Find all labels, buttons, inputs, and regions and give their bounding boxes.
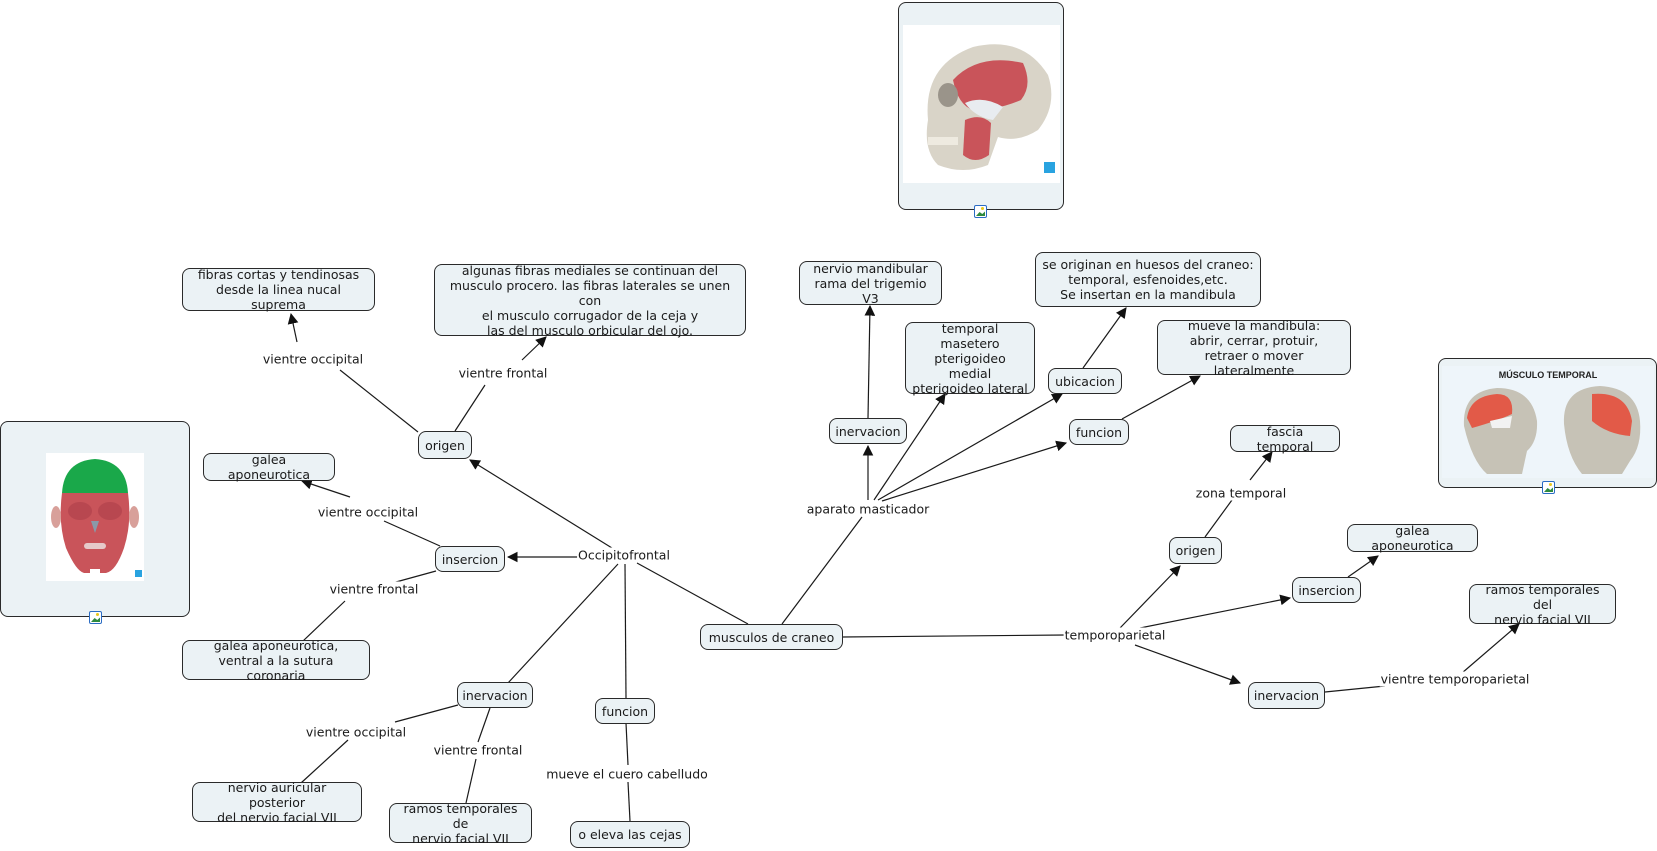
concept-node-musculos-craneo[interactable]: musculos de craneo <box>700 624 843 650</box>
link-line <box>302 600 346 642</box>
link-line <box>1134 644 1242 685</box>
linking-phrase-occipitofrontal[interactable]: Occipitofrontal <box>577 547 671 563</box>
link-line <box>287 312 299 343</box>
link-line <box>881 440 1068 502</box>
image-node-face-muscles[interactable] <box>0 421 190 624</box>
linking-phrase-aparato-masticador[interactable]: aparato masticador <box>805 501 931 517</box>
concept-node-mast-inerv-target[interactable]: nervio mandibular rama del trigemio V3 <box>799 261 942 306</box>
linking-phrase-temporoparietal[interactable]: temporoparietal <box>1063 627 1167 643</box>
image-attachment-icon[interactable] <box>974 205 987 218</box>
link-line <box>300 478 351 498</box>
linking-phrase-funcion[interactable]: mueve el cuero cabelludo <box>545 766 709 782</box>
link-line <box>864 304 876 419</box>
concept-node-occ-insercion-occipital[interactable]: galea aponeurotica <box>203 452 335 482</box>
concept-node-occ-insercion[interactable]: insercion <box>435 546 505 572</box>
link-line <box>339 369 419 433</box>
link-line <box>477 707 491 743</box>
concept-node-tp-origen-target[interactable]: fascia temporal <box>1230 424 1340 454</box>
link-line <box>1139 594 1292 629</box>
link-line <box>1461 623 1520 674</box>
linking-phrase-origen-occipital[interactable]: vientre occipital <box>261 351 365 367</box>
link-line <box>627 781 631 822</box>
concept-node-mast-funcion[interactable]: funcion <box>1069 419 1129 445</box>
linking-phrase-insercion-frontal[interactable]: vientre frontal <box>328 581 420 597</box>
link-line <box>877 393 1063 501</box>
concept-node-mast-funcion-target[interactable]: mueve la mandibula: abrir, cerrar, protu… <box>1157 318 1351 378</box>
link-line <box>625 722 629 766</box>
link-line <box>1324 685 1386 693</box>
link-line <box>624 563 627 699</box>
skull-masticator-image <box>903 25 1060 183</box>
linking-phrase-origen-frontal[interactable]: vientre frontal <box>457 365 549 381</box>
link-line <box>1347 555 1379 578</box>
image-node-temporal-muscle[interactable]: MÚSCULO TEMPORAL <box>1438 358 1657 494</box>
linking-phrase-inerv-occipital[interactable]: vientre occipital <box>304 724 408 740</box>
image-node-skull-masticator[interactable] <box>898 2 1064 218</box>
link-line <box>841 634 1066 638</box>
temporal-muscle-image: MÚSCULO TEMPORAL <box>1442 366 1654 478</box>
link-line <box>521 336 547 361</box>
link-line <box>469 459 613 549</box>
concept-node-occ-funcion[interactable]: funcion <box>595 698 655 724</box>
concept-node-occ-origen-occipital[interactable]: fibras cortas y tendinosas desde la line… <box>182 267 375 312</box>
concept-node-mast-ubicacion[interactable]: ubicacion <box>1048 368 1122 394</box>
linking-phrase-vientre-temporoparietal[interactable]: vientre temporoparietal <box>1379 671 1531 687</box>
concept-node-occ-inerv-occipital[interactable]: nervio auricular posterior del nervio fa… <box>192 780 362 825</box>
image-attachment-icon[interactable] <box>89 611 102 624</box>
concept-node-occ-origen[interactable]: origen <box>418 431 472 459</box>
link-line <box>636 562 749 625</box>
link-line <box>507 563 619 684</box>
link-line <box>873 393 946 501</box>
link-line <box>383 520 441 547</box>
concept-node-tp-insercion[interactable]: insercion <box>1292 577 1361 603</box>
link-line <box>1082 307 1127 369</box>
linking-phrase-zona-temporal[interactable]: zona temporal <box>1194 485 1288 501</box>
concept-node-tp-inerv-target[interactable]: ramos temporales del nervio facial VII <box>1469 582 1616 627</box>
concept-node-occ-inervacion[interactable]: inervacion <box>457 682 533 708</box>
concept-node-tp-inervacion[interactable]: inervacion <box>1248 682 1325 709</box>
link-line <box>781 516 863 625</box>
concept-node-mast-inervacion[interactable]: inervacion <box>829 418 907 444</box>
concept-node-tp-insercion-target[interactable]: galea aponeurotica <box>1347 523 1478 553</box>
image-attachment-icon[interactable] <box>1542 481 1555 494</box>
link-line <box>1249 451 1273 481</box>
linking-phrase-inerv-frontal[interactable]: vientre frontal <box>432 742 524 758</box>
link-line <box>1204 499 1233 538</box>
link-line <box>300 739 349 784</box>
temporal-image-title: MÚSCULO TEMPORAL <box>1499 369 1598 380</box>
link-line <box>454 384 486 432</box>
concept-node-occ-inerv-frontal[interactable]: ramos temporales de nervio facial VII <box>389 801 532 846</box>
facial-muscles-image <box>46 453 144 581</box>
concept-node-occ-insercion-frontal[interactable]: galea aponeurotica, ventral a la sutura … <box>182 638 370 683</box>
concept-node-mast-ubicacion-target[interactable]: se originan en huesos del craneo: tempor… <box>1035 252 1261 307</box>
concept-node-mast-list[interactable]: temporal masetero pterigoideo medial pte… <box>905 321 1035 396</box>
concept-node-occ-funcion-target[interactable]: o eleva las cejas <box>570 821 690 848</box>
link-line <box>465 758 477 804</box>
link-line <box>1119 565 1181 629</box>
concept-node-tp-origen[interactable]: origen <box>1169 537 1222 564</box>
link-line <box>394 704 459 723</box>
link-line <box>1121 375 1201 420</box>
concept-node-occ-origen-frontal[interactable]: algunas fibras mediales se continuan del… <box>434 263 746 338</box>
linking-phrase-insercion-occipital[interactable]: vientre occipital <box>316 504 420 520</box>
